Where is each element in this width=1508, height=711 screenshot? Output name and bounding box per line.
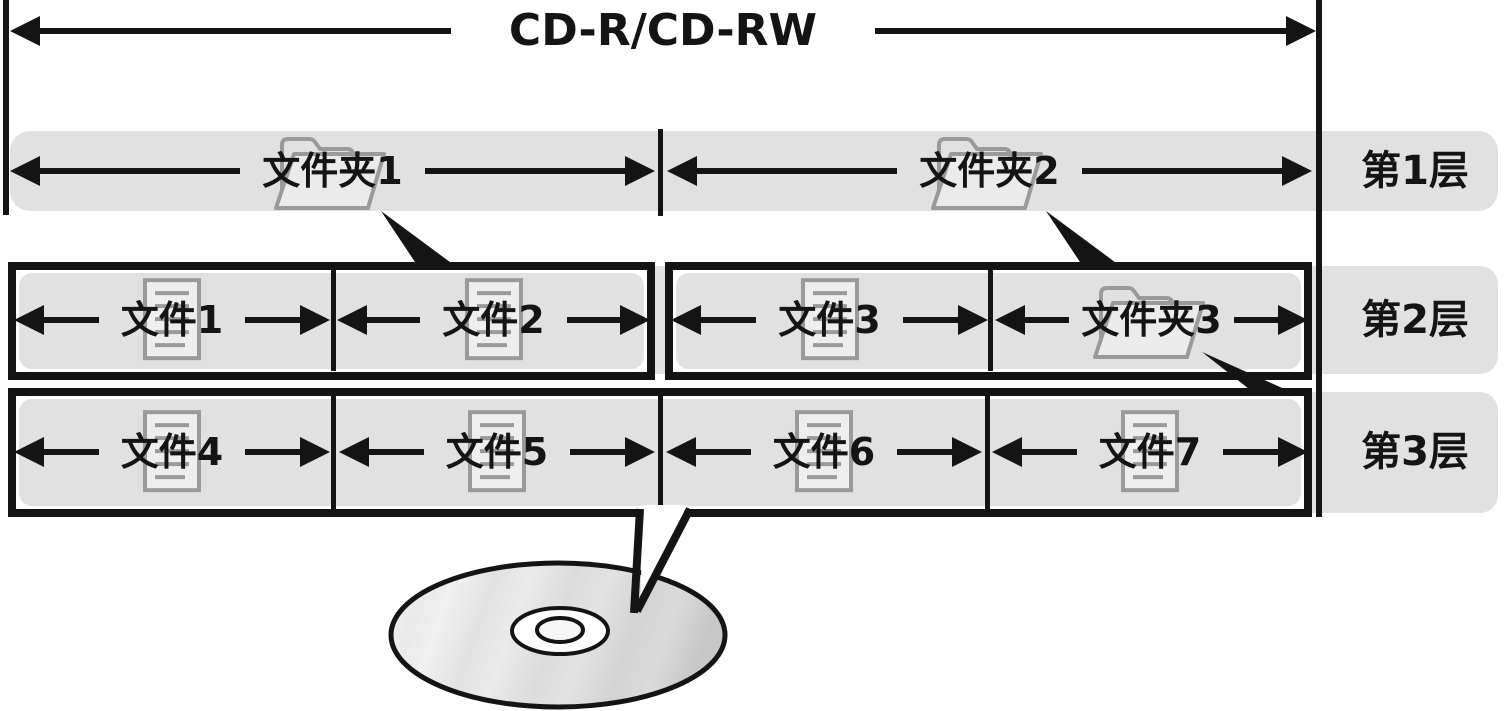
arrowhead-right-icon bbox=[952, 437, 983, 467]
level1-divider bbox=[658, 129, 663, 216]
file2-label: 文件2 bbox=[442, 298, 545, 342]
file1-label: 文件1 bbox=[120, 298, 224, 342]
folder2-label: 文件夹2 bbox=[919, 149, 1060, 193]
level-3-label: 第3层 bbox=[1361, 429, 1469, 475]
file5-label: 文件5 bbox=[445, 430, 549, 474]
arrowhead-left-icon bbox=[10, 16, 40, 46]
arrowhead-right-icon bbox=[1282, 156, 1313, 186]
dimension-line bbox=[566, 317, 621, 323]
arrowhead-left-icon bbox=[14, 305, 44, 335]
dimension-line bbox=[40, 168, 241, 174]
arrowhead-left-icon bbox=[337, 305, 367, 335]
arrowhead-left-icon bbox=[992, 437, 1022, 467]
disc-callout-tail bbox=[630, 505, 694, 614]
span-folder3: 文件夹3 bbox=[995, 266, 1309, 374]
arrowhead-right-icon bbox=[958, 305, 989, 335]
arrowhead-left-icon bbox=[671, 305, 701, 335]
arrowhead-right-icon bbox=[1278, 305, 1309, 335]
span-folder2: 文件夹2 bbox=[667, 131, 1313, 211]
dimension-line bbox=[367, 317, 421, 323]
level-2-label: 第2层 bbox=[1361, 297, 1469, 343]
dimension-line bbox=[897, 449, 953, 455]
arrowhead-right-icon bbox=[625, 437, 656, 467]
disc-span-dimension: CD-R/CD-RW bbox=[10, 8, 1316, 54]
folder2-callout-tail bbox=[1046, 211, 1123, 268]
dimension-line bbox=[1025, 317, 1070, 323]
file7-label: 文件7 bbox=[1098, 430, 1202, 474]
arrowhead-left-icon bbox=[667, 156, 697, 186]
level3-divider-c bbox=[985, 396, 990, 509]
left-boundary-line bbox=[3, 0, 9, 215]
arrowhead-right-icon bbox=[625, 156, 656, 186]
dimension-line bbox=[875, 28, 1286, 34]
dimension-line bbox=[40, 28, 451, 34]
level2-divider-b bbox=[988, 270, 993, 371]
level3-divider-b bbox=[658, 396, 663, 509]
arrowhead-right-icon bbox=[1286, 16, 1316, 46]
file6-label: 文件6 bbox=[772, 430, 876, 474]
dimension-line bbox=[1081, 168, 1283, 174]
dimension-line bbox=[369, 449, 424, 455]
dimension-line bbox=[701, 317, 757, 323]
dimension-line bbox=[1223, 449, 1279, 455]
right-boundary-line bbox=[1316, 0, 1322, 517]
arrowhead-right-icon bbox=[300, 305, 331, 335]
dimension-line bbox=[902, 317, 959, 323]
dimension-line bbox=[697, 168, 898, 174]
dimension-line bbox=[245, 317, 301, 323]
arrowhead-left-icon bbox=[339, 437, 369, 467]
dimension-line bbox=[245, 449, 301, 455]
dimension-line bbox=[44, 317, 99, 323]
folder3-label: 文件夹3 bbox=[1081, 298, 1222, 342]
span-file3: 文件3 bbox=[671, 266, 989, 374]
span-file5: 文件5 bbox=[339, 390, 656, 514]
cd-disc-icon bbox=[388, 560, 728, 710]
arrowhead-left-icon bbox=[666, 437, 696, 467]
arrowhead-left-icon bbox=[10, 156, 40, 186]
folder1-label: 文件夹1 bbox=[262, 149, 403, 193]
span-file2: 文件2 bbox=[337, 266, 651, 374]
span-file4: 文件4 bbox=[14, 390, 331, 514]
dimension-line bbox=[1022, 449, 1077, 455]
dimension-line bbox=[570, 449, 626, 455]
span-file7: 文件7 bbox=[992, 390, 1309, 514]
arrowhead-right-icon bbox=[1278, 437, 1309, 467]
level-1-label: 第1层 bbox=[1361, 148, 1469, 194]
file4-label: 文件4 bbox=[120, 430, 224, 474]
span-folder1: 文件夹1 bbox=[10, 131, 656, 211]
dimension-line bbox=[696, 449, 751, 455]
dimension-line bbox=[1233, 317, 1279, 323]
file3-label: 文件3 bbox=[778, 298, 881, 342]
arrowhead-left-icon bbox=[995, 305, 1025, 335]
level2-divider-a bbox=[331, 270, 336, 371]
folder1-callout-tail bbox=[381, 211, 458, 268]
dimension-line bbox=[424, 168, 626, 174]
dimension-line bbox=[44, 449, 99, 455]
arrowhead-left-icon bbox=[14, 437, 44, 467]
arrowhead-right-icon bbox=[300, 437, 331, 467]
arrowhead-right-icon bbox=[620, 305, 651, 335]
span-file6: 文件6 bbox=[666, 390, 983, 514]
level3-divider-a bbox=[331, 396, 336, 509]
disc-title: CD-R/CD-RW bbox=[508, 5, 818, 56]
span-file1: 文件1 bbox=[14, 266, 331, 374]
